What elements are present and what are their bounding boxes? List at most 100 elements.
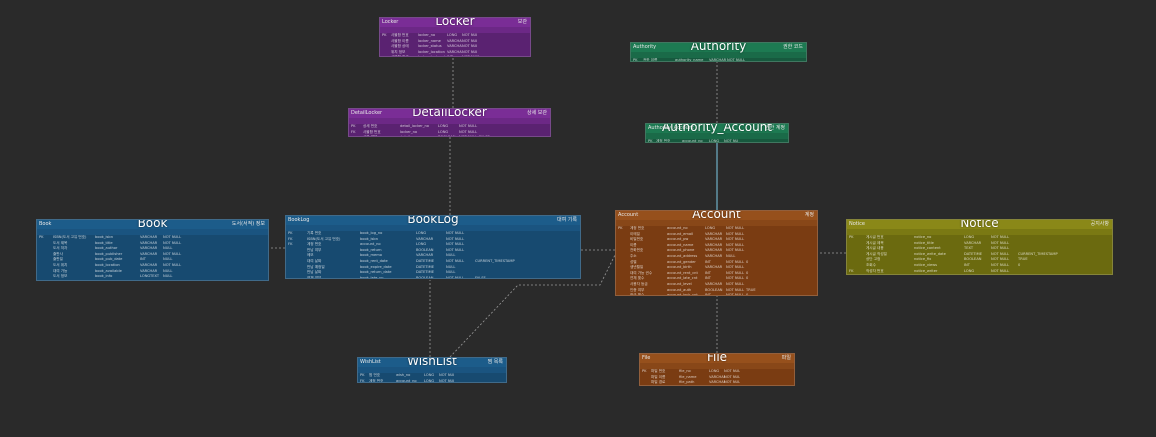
entity-cell: account_no xyxy=(360,242,381,247)
entity-cell: VARCHAR xyxy=(447,38,462,43)
entity-cell: 대여 날짜 xyxy=(307,258,322,263)
entity-cell: PK xyxy=(39,235,44,239)
entity-cell: 카테고리 번호 xyxy=(53,280,95,281)
entity-cell: VARCHAR xyxy=(705,242,723,247)
entity-cell: NOT NULL xyxy=(462,33,477,37)
entity-cell: NOT NULL xyxy=(991,235,1010,239)
entity-cell: NULL xyxy=(163,274,173,279)
entity-cell: 계정 번호 xyxy=(656,139,671,143)
entity-cell: default xyxy=(186,280,265,281)
entity-cell: NOT NULL xyxy=(726,248,745,253)
entity-column-header xyxy=(37,229,268,235)
entity-cell: NOT NULL xyxy=(724,380,740,385)
entity-cell: INT xyxy=(705,259,711,264)
entity-title: Authority_Account xyxy=(662,123,772,134)
entity-cell: 사물함 상태 xyxy=(391,44,409,49)
entity-cell: NOT NULL xyxy=(724,139,738,143)
entity-cell: book_memo xyxy=(360,253,382,258)
entity-comment: 공지사항 xyxy=(1090,221,1109,227)
entity-cell: 계정 번호 xyxy=(307,242,322,247)
entity-cell: account_address xyxy=(667,253,698,258)
entity-cell: NOT NULL xyxy=(462,44,477,49)
entity-cell: book_pub_date xyxy=(95,257,123,262)
entity-cell: 이름 xyxy=(630,242,637,247)
entity-cell: 게시글 번호 xyxy=(866,235,884,239)
